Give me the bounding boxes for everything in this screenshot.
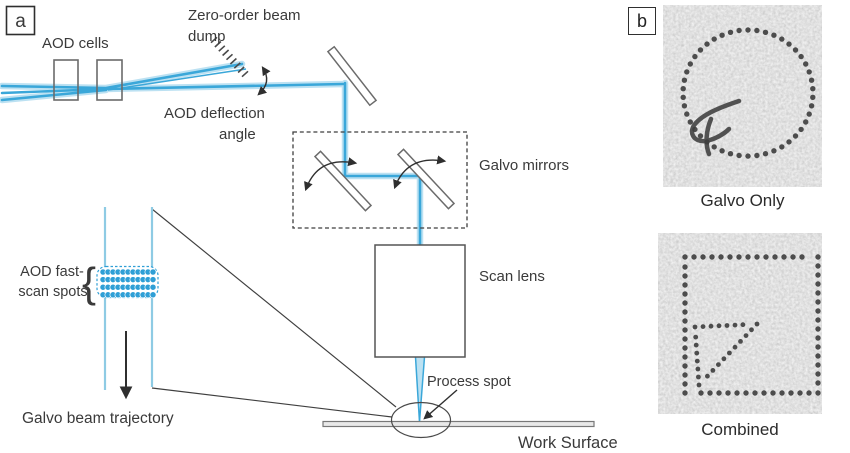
aod-spot-cluster-dots: [99, 268, 157, 299]
deflection-angle-arrow: [257, 66, 271, 96]
noise-texture: [658, 233, 822, 414]
work-surface-bar: [322, 420, 595, 428]
combined-image: [658, 233, 822, 414]
focused-beam-cone: [415, 357, 425, 422]
dotted-square-trajectory: [682, 254, 821, 396]
galvo-box: [292, 131, 468, 229]
aod-cell-1: [53, 59, 79, 101]
panel-a-tagbox: [5, 5, 36, 36]
scan-lens-box: [374, 244, 466, 358]
beam-dump-hatch: [210, 36, 249, 78]
galvo1-rotation-arrow: [304, 157, 358, 192]
aod-cells-label: AOD cells: [42, 35, 109, 52]
deflection-label-1: AOD deflection: [164, 105, 265, 122]
panel-b-tagbox: b: [628, 7, 656, 35]
combined-caption: Combined: [658, 420, 822, 440]
process-spot-arrow: [423, 389, 458, 420]
galvo-only-caption-text: Galvo Only: [700, 191, 785, 210]
process-spot-ellipse: [390, 401, 452, 439]
deflection-label-2: angle: [219, 126, 256, 143]
galvo2-rotation-arrow: [393, 155, 447, 190]
work-surface-label: Work Surface: [518, 434, 618, 452]
start-hook-mark: [689, 98, 742, 157]
callout-line-bottom: [151, 387, 393, 418]
galvo-trajectory-label: Galvo beam trajectory: [22, 410, 174, 427]
noise-texture: [663, 5, 822, 187]
fast-scan-label-1: AOD fast-: [20, 264, 84, 280]
process-spot-label: Process spot: [427, 374, 511, 390]
panel-b-tag: b: [636, 10, 647, 31]
dotted-triangle-trajectory: [692, 321, 760, 388]
combined-caption-text: Combined: [701, 420, 779, 439]
aod-cell-2: [96, 59, 123, 101]
fast-scan-label-2: scan spots: [18, 284, 87, 300]
zero-order-label-1: Zero-order beam: [188, 7, 301, 24]
cluster-brace: {: [82, 259, 96, 306]
galvo-only-caption: Galvo Only: [663, 191, 822, 211]
optical-schematic: a AOD cells Zero-order beam dump AOD def…: [0, 5, 618, 452]
panel-a-tag: a: [15, 11, 26, 32]
galvo-only-image: [663, 5, 822, 187]
fold-mirror: [326, 45, 378, 107]
zero-order-label-2: dump: [188, 28, 226, 45]
scan-lens-label: Scan lens: [479, 268, 545, 285]
galvo-mirrors-label: Galvo mirrors: [479, 157, 569, 174]
callout-line-top: [151, 208, 397, 408]
